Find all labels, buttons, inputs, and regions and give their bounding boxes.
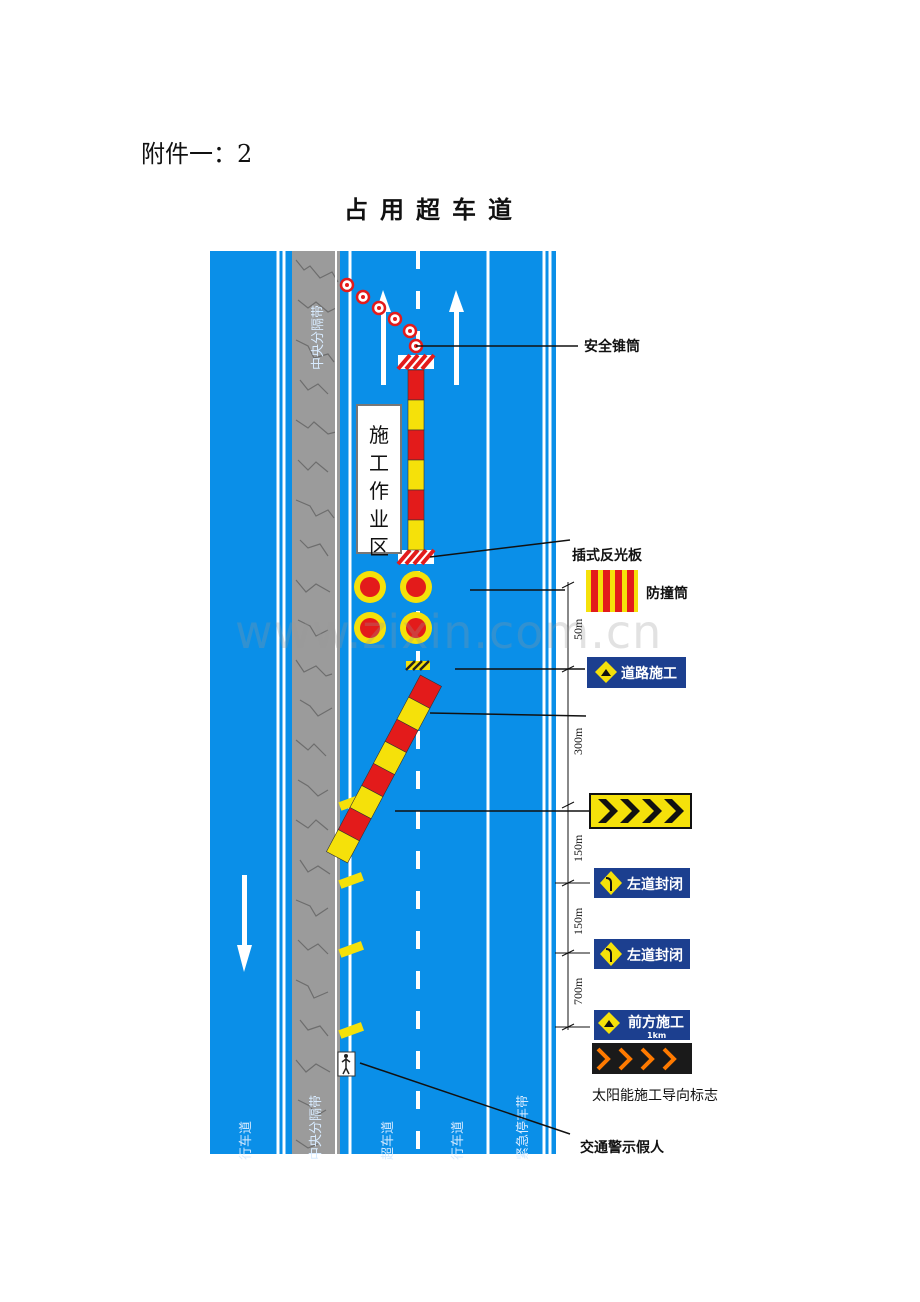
road-work-sign-text: 道路施工	[621, 665, 677, 682]
work-zone-char: 施	[369, 423, 389, 447]
work-ahead-sign	[592, 1008, 692, 1042]
lane-label: 紧急停车带	[515, 1095, 531, 1160]
dimension-label: 150m	[571, 907, 585, 935]
barrel-callout: 防撞筒	[646, 585, 688, 602]
left-lane-closed-text: 左道封闭	[626, 947, 683, 964]
crash-barrels	[354, 571, 432, 644]
work-zone-char: 业	[369, 507, 389, 531]
left-lane-closed-sign	[592, 866, 692, 900]
left-lane-closed-text: 左道封闭	[626, 876, 683, 893]
diagram-title: 占用超车道	[344, 196, 524, 224]
left-lane-closed-sign	[592, 937, 692, 971]
cone-callout: 安全锥筒	[584, 338, 640, 355]
road-work-sign	[585, 655, 688, 690]
dimension-label: 300m	[571, 727, 585, 755]
median-texture	[295, 259, 339, 1149]
leader-lines	[359, 345, 590, 1135]
work-zone-char: 作	[369, 479, 389, 503]
road-surface	[210, 251, 556, 1154]
work-zone-char: 区	[369, 535, 389, 559]
traffic-cones	[339, 277, 424, 354]
work-zone-char: 工	[369, 451, 389, 475]
median-strip	[292, 251, 340, 1154]
lane-label: 行车道	[238, 1121, 254, 1160]
median-label: 中央分隔带	[311, 305, 326, 370]
lane-label: 超车道	[380, 1121, 396, 1160]
work-zone-box	[356, 404, 402, 554]
work-ahead-distance: 1km	[647, 1031, 666, 1040]
annex-label: 附件一：2	[141, 140, 253, 168]
dimension-label: 50m	[571, 618, 585, 640]
solar-board-caption: 太阳能施工导向标志	[592, 1088, 718, 1104]
barrel-icon	[586, 570, 638, 612]
hazard-marker	[338, 660, 430, 1039]
solar-arrow-board	[592, 1043, 692, 1074]
work-ahead-text: 前方施工	[628, 1014, 684, 1031]
lane-label: 中央分隔带	[309, 1095, 324, 1160]
hazard-board	[396, 353, 436, 566]
dimension-line	[555, 581, 590, 1031]
lane-label: 行车道	[450, 1121, 466, 1160]
reflector-callout: 插式反光板	[572, 547, 643, 564]
dimension-label: 150m	[571, 834, 585, 862]
traffic-controller-callout: 交通警示假人	[580, 1139, 665, 1156]
watermark: www.zixin.com.cn	[235, 605, 663, 659]
taper-barrier	[326, 674, 442, 864]
down-arrow	[237, 875, 252, 972]
chevron-sign	[589, 793, 692, 829]
dimension-label: 700m	[571, 977, 585, 1005]
longitudinal-barrier	[407, 369, 425, 551]
